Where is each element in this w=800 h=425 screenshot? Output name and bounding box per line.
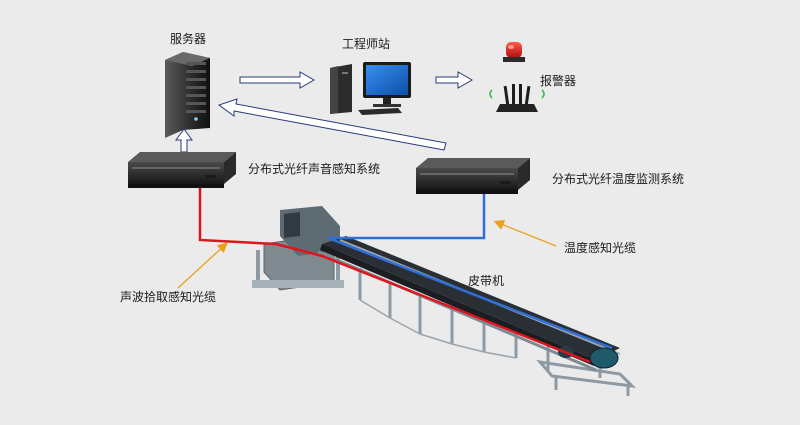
server-tower-icon — [165, 52, 210, 138]
acoustic-fiber-cable — [198, 188, 591, 364]
arrow-temperature-system-to-server — [217, 98, 447, 151]
temperature-system-label: 分布式光纤温度监测系统 — [552, 172, 685, 186]
callout-arrow-acoustic-cable — [177, 242, 228, 289]
rack-unit-icon-temperature — [416, 158, 530, 194]
arrow-rack-to-server — [175, 128, 193, 153]
belt-conveyor-label: 皮带机 — [468, 274, 505, 288]
rack-unit-icon-acoustic — [128, 152, 236, 188]
belt-conveyor-icon — [252, 206, 637, 396]
router-icon — [489, 84, 545, 112]
desktop-computer-icon — [330, 62, 411, 115]
server-label: 服务器 — [170, 32, 207, 46]
temperature-cable-label: 温度感知光缆 — [564, 241, 637, 255]
acoustic-system-label: 分布式光纤声音感知系统 — [248, 162, 381, 176]
callout-arrow-temperature-cable — [493, 220, 557, 247]
arrow-workstation-to-alarm — [435, 71, 474, 89]
workstation-label: 工程师站 — [342, 37, 391, 51]
acoustic-cable-label: 声波拾取感知光缆 — [120, 290, 217, 304]
alarm-light-icon — [503, 42, 525, 62]
arrow-server-to-workstation — [239, 71, 316, 89]
alarm-label: 报警器 — [540, 74, 577, 88]
temperature-fiber-cable — [327, 194, 613, 350]
